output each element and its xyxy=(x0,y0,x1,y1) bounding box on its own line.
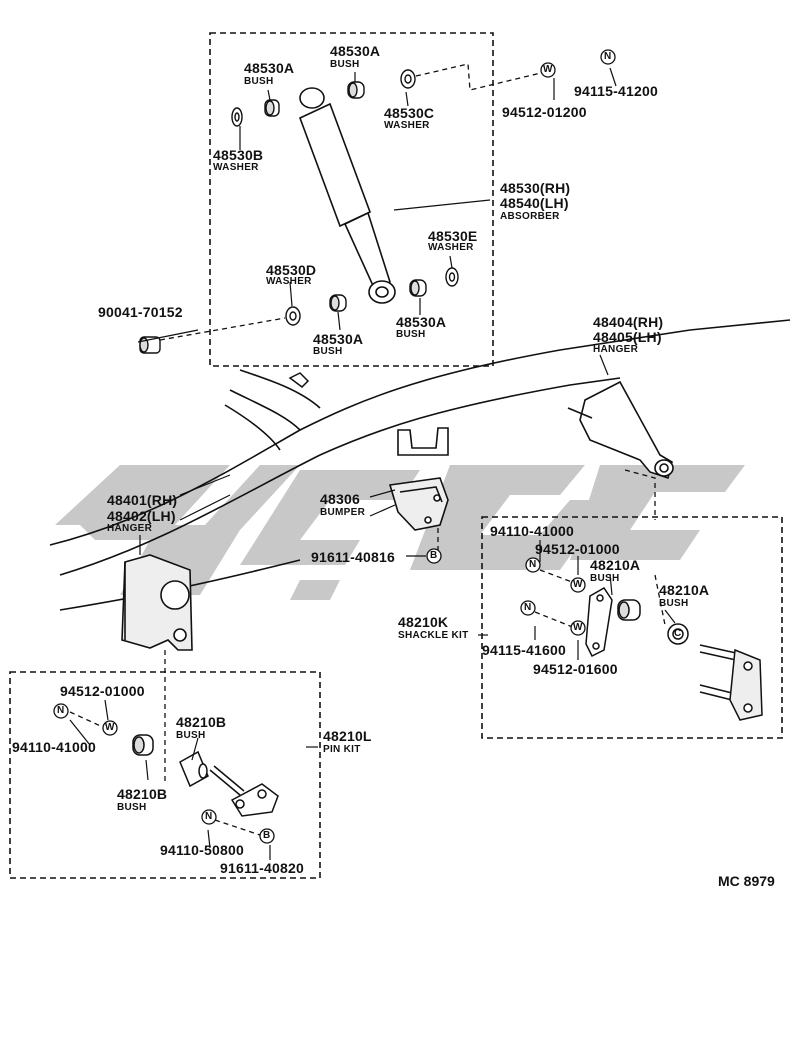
bolt-symbol: B xyxy=(430,550,438,561)
part-name-label: PIN KIT xyxy=(323,744,361,755)
part-number-label: 48530B xyxy=(213,147,264,163)
part-number-label: 48530A xyxy=(330,43,381,59)
bumper-seat xyxy=(397,427,449,456)
part-name-label: BUSH xyxy=(244,76,274,87)
part-name-label: BUMPER xyxy=(320,507,366,518)
part-name-label: BUSH xyxy=(330,59,360,70)
nut-symbol: N xyxy=(205,811,213,822)
part-name-label: HANGER xyxy=(107,523,153,534)
washer-symbol: W xyxy=(105,722,115,733)
washer-symbol: W xyxy=(573,622,583,633)
part-number-label: 48405(LH) xyxy=(593,329,662,345)
part-name-label: BUSH xyxy=(313,346,343,357)
diagram-code: MC 8979 xyxy=(718,873,775,889)
part-number-label: 48530A xyxy=(244,60,295,76)
part-name-label: BUSH xyxy=(117,802,147,813)
part-name-label: ABSORBER xyxy=(500,211,560,222)
part-number-label: 48306 xyxy=(320,491,360,507)
washer-symbol: W xyxy=(573,579,583,590)
washer-symbol: W xyxy=(543,64,553,75)
part-number-label: 48210L xyxy=(323,728,372,744)
part-number-label: 94512-01600 xyxy=(533,661,618,677)
circled-symbols xyxy=(53,49,616,844)
part-name-label: WASHER xyxy=(213,162,259,173)
part-name-label: BUSH xyxy=(176,730,206,741)
upper-bushes xyxy=(139,69,459,354)
part-number-label: 48401(RH) xyxy=(107,492,178,508)
part-number-label: 48530(RH) xyxy=(500,180,571,196)
part-number-label: 48530A xyxy=(396,314,447,330)
part-name-label: BUSH xyxy=(396,329,426,340)
part-number-label: 48210A xyxy=(659,582,710,598)
nut-symbol: N xyxy=(529,559,537,570)
part-number-label: 94110-50800 xyxy=(160,842,244,858)
front-hanger xyxy=(121,554,193,651)
nut-symbol: N xyxy=(524,602,532,613)
part-number-label: 94512-01000 xyxy=(60,683,145,699)
part-number-label: 94512-01200 xyxy=(502,104,587,120)
part-number-label: 94115-41600 xyxy=(482,642,566,658)
part-number-label: 48530A xyxy=(313,331,364,347)
part-name-label: WASHER xyxy=(428,242,474,253)
bolt-symbol: B xyxy=(263,830,271,841)
part-number-label: 94110-41000 xyxy=(12,739,96,755)
vehicle-frame xyxy=(49,319,791,611)
rear-hanger-rh xyxy=(567,380,674,480)
part-number-label: 94115-41200 xyxy=(574,83,658,99)
collar-symbol: C xyxy=(674,628,682,639)
part-number-label: 48540(LH) xyxy=(500,195,569,211)
absorber-kit-box xyxy=(209,32,494,367)
nut-symbol: N xyxy=(604,51,612,62)
part-number-label: 48402(LH) xyxy=(107,508,176,524)
part-name-label: WASHER xyxy=(266,276,312,287)
part-number-label: 48530E xyxy=(428,228,478,244)
part-number-label: 48210A xyxy=(590,557,641,573)
shock-absorber xyxy=(298,87,396,304)
part-name-label: HANGER xyxy=(593,344,639,355)
part-number-label: 94512-01000 xyxy=(535,541,620,557)
part-number-label: 90041-70152 xyxy=(98,304,183,320)
part-name-label: SHACKLE KIT xyxy=(398,630,469,641)
part-name-label: BUSH xyxy=(659,598,689,609)
part-number-label: 94110-41000 xyxy=(490,523,574,539)
shackle-kit-parts xyxy=(585,587,763,721)
bumper-part xyxy=(388,477,449,531)
part-number-label: 48210K xyxy=(398,614,449,630)
part-number-label: 48404(RH) xyxy=(593,314,664,330)
dashed-leaders xyxy=(69,63,666,836)
part-number-label: 91611-40820 xyxy=(220,860,304,876)
part-name-label: WASHER xyxy=(384,120,430,131)
pin-kit-parts xyxy=(132,734,279,817)
part-number-label: 48530C xyxy=(384,105,435,121)
part-number-label: 48210B xyxy=(176,714,227,730)
part-number-label: 48210B xyxy=(117,786,168,802)
part-name-label: BUSH xyxy=(590,573,620,584)
nut-symbol: N xyxy=(57,705,65,716)
part-number-label: 48530D xyxy=(266,262,317,278)
part-number-label: 91611-40816 xyxy=(311,549,395,565)
shackle-kit-box xyxy=(481,516,783,739)
leader-lines xyxy=(69,67,676,860)
frame-bracket xyxy=(288,372,310,388)
